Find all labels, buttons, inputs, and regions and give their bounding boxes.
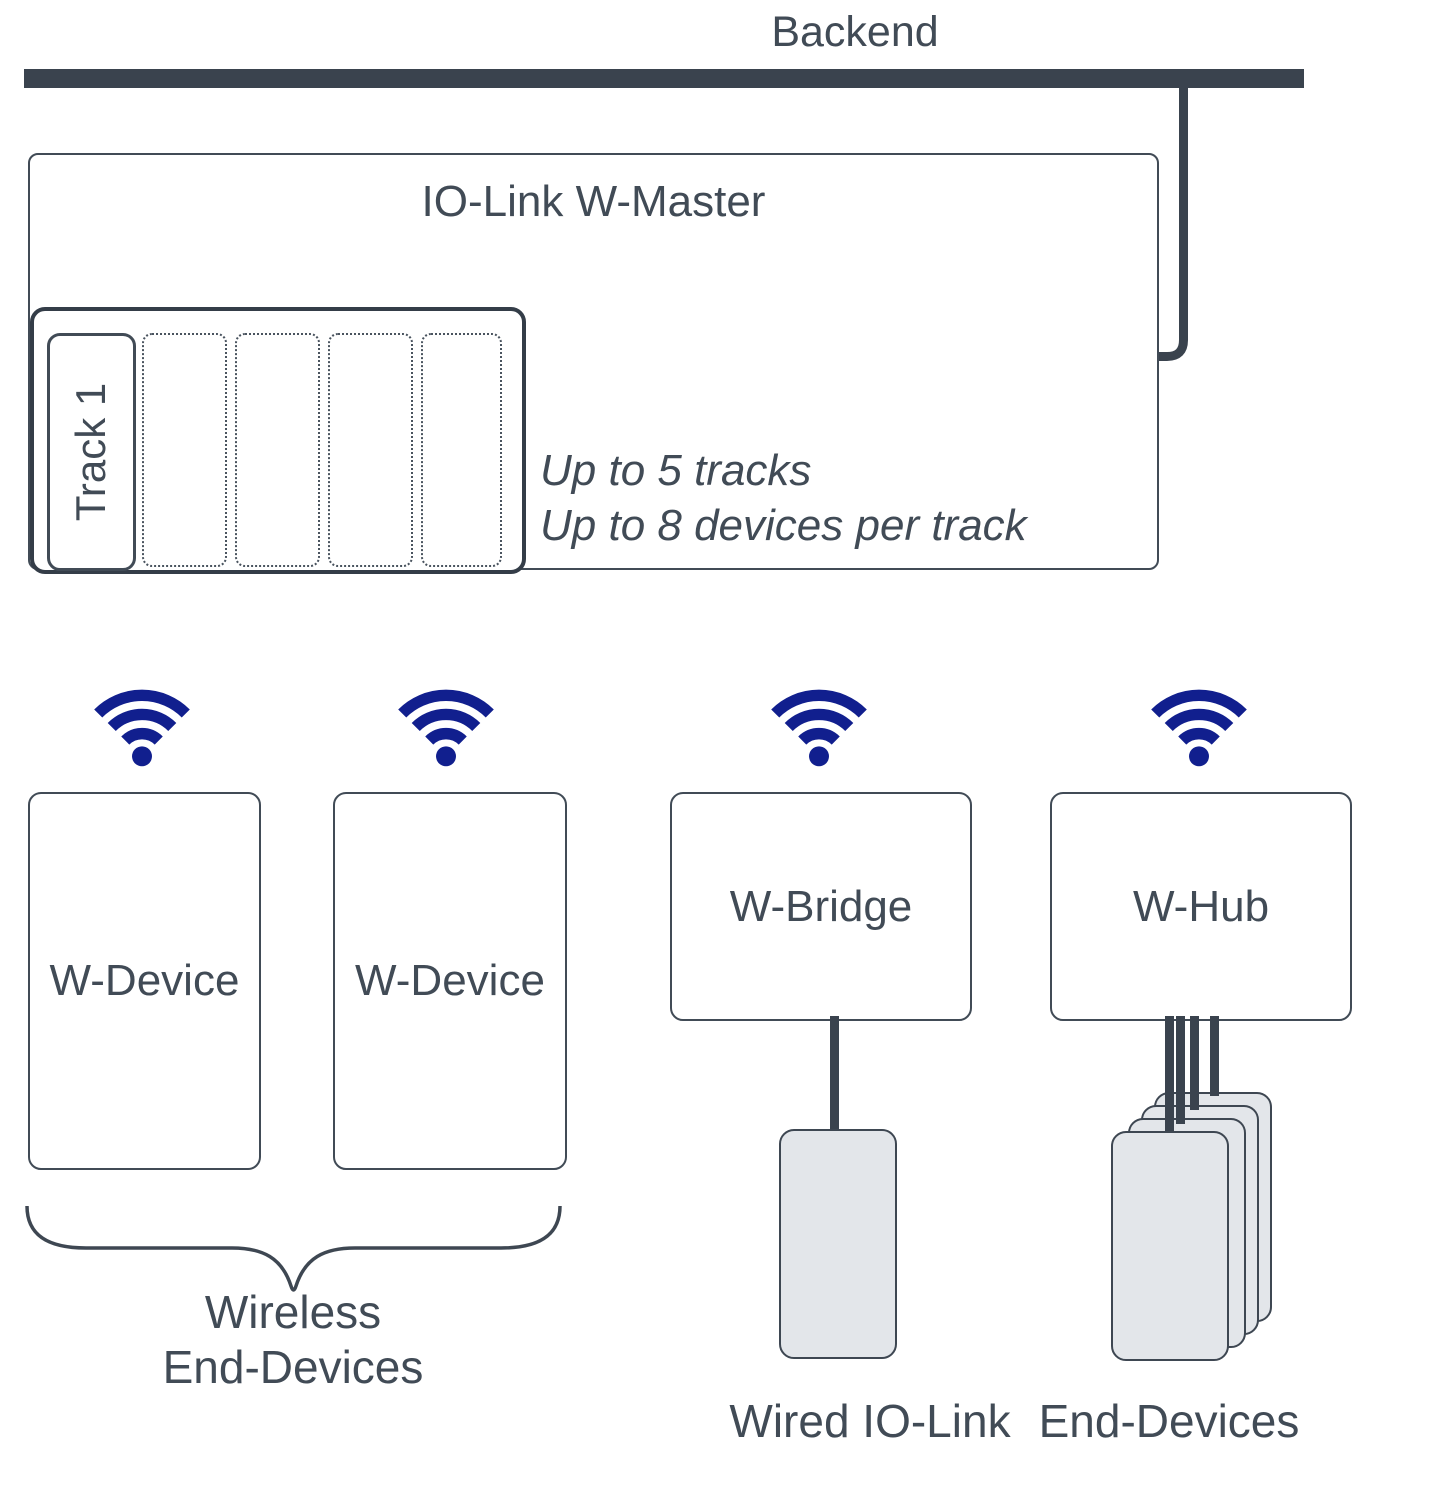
w-hub-label: W-Hub: [1132, 881, 1270, 931]
wireless-group-caption: Wireless End-Devices: [118, 1285, 468, 1395]
wifi-icon-wdevice1: [94, 689, 190, 767]
backend-bus-bar: [24, 69, 1304, 88]
hub-line-4: [1210, 1016, 1219, 1096]
w-bridge-label: W-Bridge: [729, 881, 913, 931]
w-device-2-label: W-Device: [355, 956, 545, 1005]
master-notes: Up to 5 tracks Up to 8 devices per track: [540, 443, 1027, 553]
hub-line-1: [1165, 1016, 1174, 1140]
track-1-label: Track 1: [67, 382, 115, 522]
empty-track-slot-4: [421, 333, 502, 567]
wifi-icon-whub: [1151, 689, 1247, 767]
wifi-icon-wdevice2: [398, 689, 494, 767]
wireless-group-caption-line2: End-Devices: [162, 1341, 424, 1393]
w-hub-box: W-Hub: [1050, 792, 1352, 1021]
w-bridge-box: W-Bridge: [670, 792, 972, 1021]
track-1-box: Track 1: [47, 333, 136, 571]
note-devices: Up to 8 devices per track: [540, 501, 1027, 550]
wireless-group-caption-line1: Wireless: [204, 1286, 382, 1338]
wired-iolink-device: [779, 1129, 897, 1359]
bridge-to-device-line: [830, 1016, 839, 1134]
hub-end-devices-caption: End-Devices: [1038, 1395, 1300, 1447]
w-device-1-box: W-Device: [28, 792, 261, 1170]
empty-track-slot-1: [142, 333, 227, 567]
note-tracks: Up to 5 tracks: [540, 446, 812, 495]
backend-label: Backend: [771, 8, 939, 56]
hub-device-1: [1111, 1131, 1229, 1361]
hub-line-3: [1190, 1016, 1199, 1110]
empty-track-slot-2: [235, 333, 320, 567]
wireless-group-brace: [25, 1205, 562, 1292]
wired-iolink-caption: Wired IO-Link: [729, 1395, 1011, 1447]
master-title: IO-Link W-Master: [421, 177, 766, 226]
hub-line-2: [1176, 1016, 1185, 1124]
w-device-1-label: W-Device: [49, 956, 240, 1005]
w-device-2-box: W-Device: [333, 792, 567, 1170]
empty-track-slot-3: [328, 333, 413, 567]
wifi-icon-wbridge: [771, 689, 867, 767]
